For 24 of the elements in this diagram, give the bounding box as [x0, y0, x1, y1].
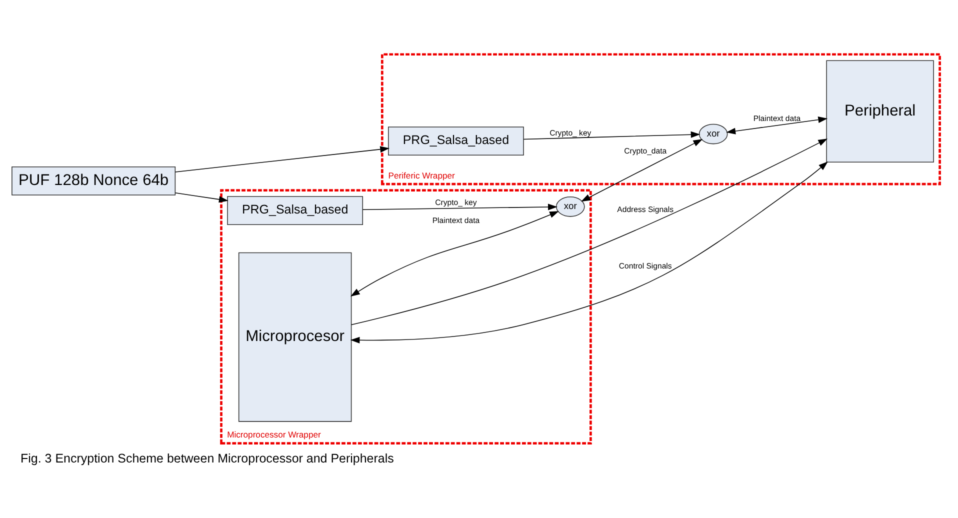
- node-ellipse: xor: [698, 124, 728, 144]
- node-ellipse: xor: [556, 196, 585, 217]
- arrow: [350, 211, 559, 297]
- arrow: [175, 192, 228, 203]
- edge-label: Crypto_ key: [435, 198, 477, 208]
- arrow: [174, 146, 390, 172]
- arrow: [362, 204, 558, 210]
- node-box: Peripheral: [826, 60, 934, 163]
- edge-label: Address Signals: [617, 205, 674, 214]
- edge-label: Control Signals: [618, 261, 672, 270]
- edge-label: Plaintext data: [432, 216, 480, 226]
- arrow: [580, 139, 703, 202]
- arrow: [523, 131, 700, 140]
- edge-label: Crypto_ key: [550, 128, 592, 138]
- node-box: PUF 128b Nonce 64b: [12, 166, 176, 196]
- node-box: PRG_Salsa_based: [388, 126, 524, 156]
- caption: Fig. 3 Encryption Scheme between Microprocessor and Peripherals: [20, 452, 394, 466]
- node-box: PRG_Salsa_based: [227, 196, 364, 226]
- arrow: [351, 138, 828, 326]
- arrow: [350, 161, 828, 344]
- edge-label: Plaintext data: [753, 114, 801, 123]
- edge-label: Crypto_data: [624, 146, 667, 156]
- node-box: Microprocesor: [238, 252, 352, 422]
- arrow: [726, 116, 828, 134]
